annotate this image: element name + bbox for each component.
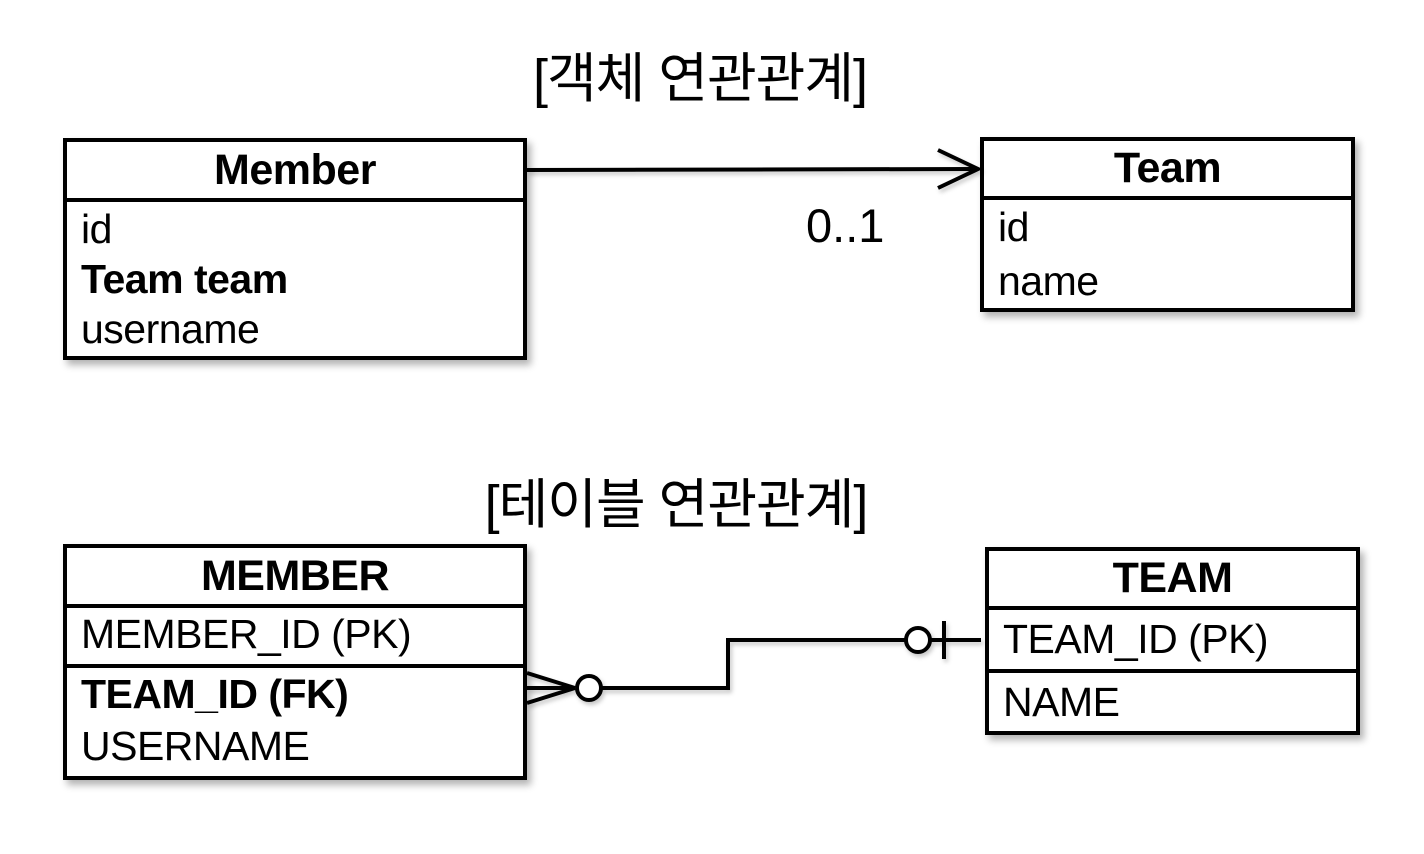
arrow-shaft xyxy=(526,167,975,172)
team-class-name: Team xyxy=(984,141,1351,200)
zero-circle-team-end-icon xyxy=(904,626,932,654)
team-field-id: id xyxy=(998,204,1029,250)
member-class-fields: id Team team username xyxy=(67,202,523,354)
team-table-pk-row: TEAM_ID (PK) xyxy=(989,610,1356,673)
connector-elbow-line xyxy=(601,638,906,690)
member-table-box: MEMBER MEMBER_ID (PK) TEAM_ID (FK) USERN… xyxy=(63,544,527,780)
object-association-title: [객체 연관관계] xyxy=(532,49,868,109)
member-class-box: Member id Team team username xyxy=(63,138,527,360)
member-table-columns: TEAM_ID (FK) USERNAME xyxy=(67,668,523,772)
zero-circle-member-end-icon xyxy=(575,674,603,702)
member-field-team: Team team xyxy=(81,256,288,302)
crowsfoot-top-line xyxy=(526,671,576,690)
member-table-name: MEMBER xyxy=(67,548,523,608)
team-class-box: Team id name xyxy=(980,137,1355,312)
team-field-name: name xyxy=(998,258,1099,304)
member-class-name: Member xyxy=(67,142,523,202)
object-association-arrow xyxy=(526,148,983,190)
team-table-name-row: NAME xyxy=(1003,679,1120,725)
member-field-username: username xyxy=(81,306,260,352)
member-table-fk-row: TEAM_ID (FK) xyxy=(81,671,349,717)
team-table-name: TEAM xyxy=(989,551,1356,610)
table-relationship-connector xyxy=(526,621,981,705)
member-table-username-row: USERNAME xyxy=(81,723,310,769)
member-table-pk-row: MEMBER_ID (PK) xyxy=(67,608,523,668)
association-multiplicity-label: 0..1 xyxy=(806,199,885,252)
crowsfoot-bottom-line xyxy=(526,686,576,705)
open-arrowhead-icon xyxy=(937,148,983,190)
team-class-fields: id name xyxy=(984,200,1351,308)
table-association-title: [테이블 연관관계] xyxy=(484,475,869,535)
team-table-box: TEAM TEAM_ID (PK) NAME xyxy=(985,547,1360,735)
member-field-id: id xyxy=(81,206,112,252)
